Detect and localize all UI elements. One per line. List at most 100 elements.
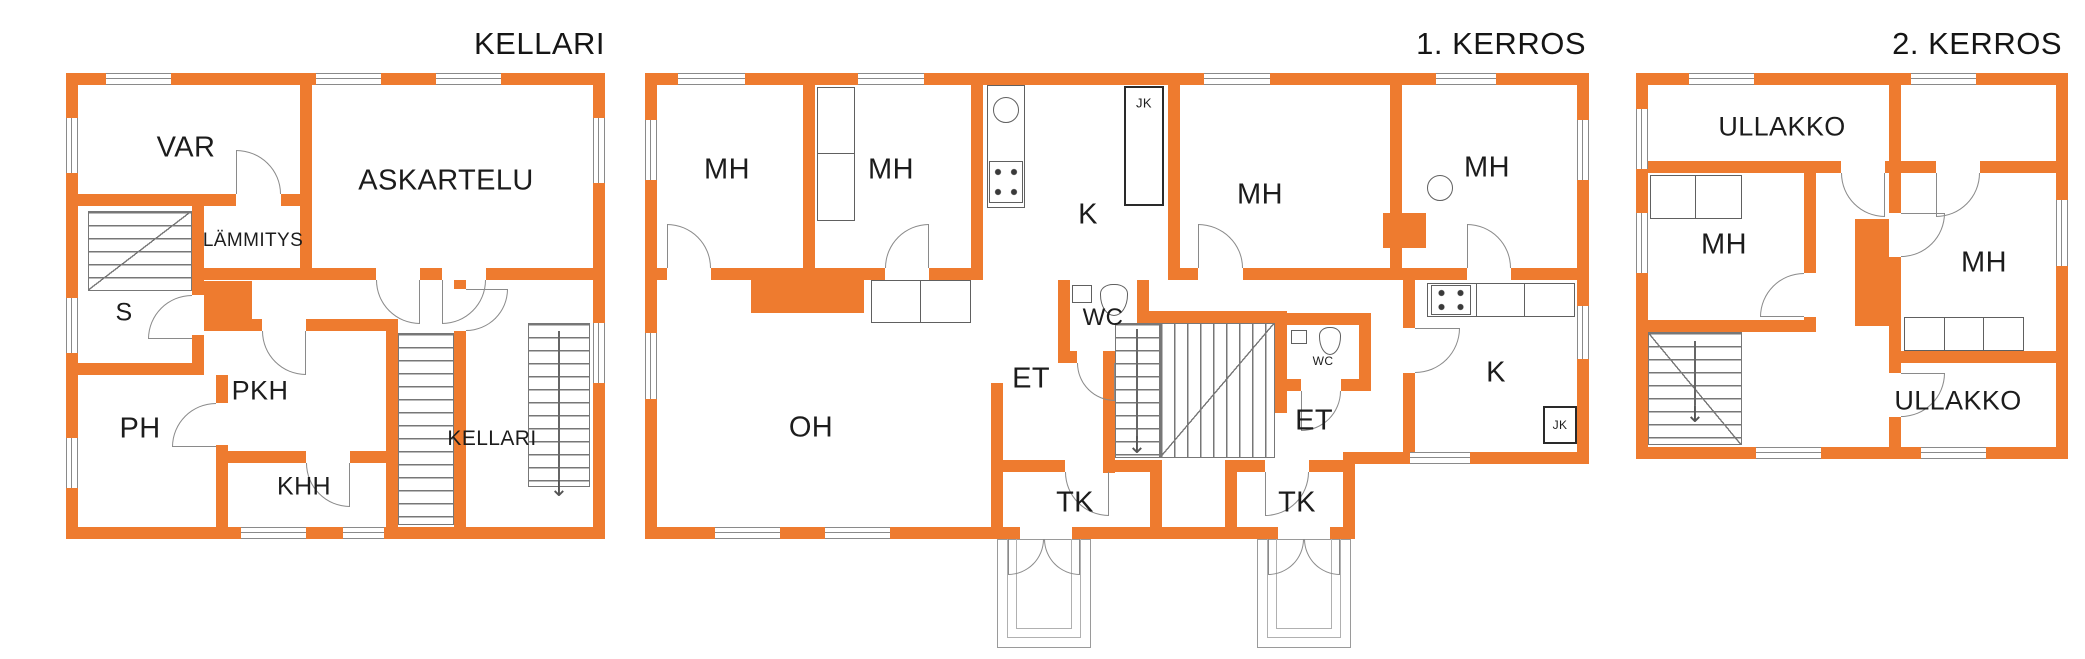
- door-arc: [667, 224, 711, 268]
- window: [1689, 73, 1754, 85]
- wall: [1648, 320, 1816, 332]
- window: [66, 118, 78, 173]
- wall: [1403, 280, 1415, 328]
- floor-plan-1-kerros: ↓ MH MH K JK MH: [645, 73, 1589, 655]
- wall: [1402, 268, 1467, 280]
- room-label-lammitys: LÄMMITYS: [202, 230, 304, 251]
- room-label-jk-2: JK: [1552, 418, 1568, 432]
- window: [436, 73, 501, 85]
- wall: [1359, 313, 1371, 391]
- stove-icon: [989, 161, 1023, 203]
- door-arc: [306, 463, 350, 507]
- floor-plan-kellari: ↓ VAR ASKARTELU LÄMMITYS S PH PKH KHH KE…: [66, 73, 605, 539]
- wall: [1180, 268, 1198, 280]
- wall: [1901, 161, 1936, 173]
- room-label-ph: PH: [119, 412, 161, 445]
- wall: [78, 194, 236, 206]
- cabinet: [871, 280, 971, 323]
- room-label-askartelu: ASKARTELU: [358, 164, 534, 197]
- down-arrow-icon: ↓: [549, 476, 569, 502]
- stove-icon: [1431, 285, 1471, 315]
- wall: [711, 268, 885, 280]
- door-arc: [1936, 173, 1980, 217]
- chimney-block: [751, 280, 864, 313]
- wall: [1804, 173, 1816, 273]
- wall: [1390, 248, 1402, 268]
- window: [593, 118, 605, 183]
- wall: [1058, 280, 1070, 363]
- door-arc: [1044, 539, 1080, 575]
- room-label-et-1: ET: [1012, 362, 1050, 395]
- window: [2056, 200, 2068, 266]
- window: [1436, 73, 1496, 85]
- door-arc: [1008, 539, 1044, 575]
- room-label-wc-1: WC: [1082, 304, 1124, 331]
- door-arc: [1198, 224, 1243, 268]
- wall: [300, 85, 312, 280]
- wall: [1889, 173, 1901, 213]
- door-arc: [1077, 363, 1115, 401]
- toilet-icon: [1100, 284, 1128, 316]
- wall: [1390, 85, 1402, 213]
- room-label-jk-1: JK: [1136, 95, 1152, 111]
- window: [1921, 447, 1986, 459]
- wall: [1889, 351, 2056, 363]
- wall: [1511, 268, 1589, 280]
- room-label-tk-2: TK: [1278, 486, 1316, 519]
- room-label-mh-3: MH: [1237, 178, 1283, 211]
- room-label-mh-2: MH: [868, 153, 914, 186]
- window: [1756, 447, 1821, 459]
- chimney-block: [1383, 213, 1426, 248]
- wall: [78, 363, 204, 375]
- stairs: [1115, 323, 1160, 458]
- wall: [350, 451, 386, 463]
- door-arc: [1415, 328, 1460, 373]
- door-arc: [1065, 472, 1109, 516]
- closet: [1904, 317, 2024, 351]
- window: [645, 333, 657, 399]
- chimney-block: [1855, 219, 1889, 326]
- plan-title-1-kerros: 1. KERROS: [1416, 26, 1586, 61]
- wall: [66, 527, 605, 539]
- wall: [803, 85, 815, 280]
- room-label-mh-1: MH: [704, 153, 750, 186]
- room-label-pkh: PKH: [231, 375, 289, 406]
- stairs-direction-line: [1694, 341, 1696, 405]
- room-label-ullakko-2: ULLAKKO: [1894, 385, 2022, 416]
- wall: [216, 445, 228, 527]
- wall: [1341, 379, 1371, 391]
- wall: [1636, 447, 2068, 459]
- window: [1577, 120, 1589, 180]
- room-label-var: VAR: [156, 131, 216, 164]
- room-label-k-1: K: [1078, 198, 1098, 231]
- window: [66, 438, 78, 488]
- wall: [593, 73, 605, 539]
- wall: [657, 268, 667, 280]
- chimney-block: [204, 281, 252, 319]
- window: [66, 298, 78, 353]
- stairs: [1160, 323, 1275, 458]
- room-label-oh: OH: [788, 411, 834, 444]
- door-arc: [1901, 213, 1945, 257]
- closet: [817, 87, 855, 221]
- window: [1636, 109, 1648, 169]
- stairs: [398, 333, 454, 525]
- door-arc: [172, 403, 216, 447]
- room-label-et-2: ET: [1295, 404, 1333, 437]
- door-arc: [236, 150, 281, 194]
- door-arc: [885, 224, 929, 268]
- window: [343, 527, 384, 539]
- wall: [1889, 85, 1901, 173]
- room-label-kellari: KELLARI: [447, 427, 537, 450]
- door-arc: [1467, 224, 1511, 268]
- wall: [1072, 527, 1278, 539]
- wall: [991, 460, 1065, 472]
- wall: [2056, 73, 2068, 459]
- wall: [420, 268, 442, 280]
- window: [1911, 73, 1976, 85]
- wall: [1889, 417, 1901, 447]
- stairs-direction-line: [1136, 329, 1138, 439]
- room-label-ullakko-1: ULLAKKO: [1718, 111, 1846, 142]
- window: [1204, 73, 1270, 85]
